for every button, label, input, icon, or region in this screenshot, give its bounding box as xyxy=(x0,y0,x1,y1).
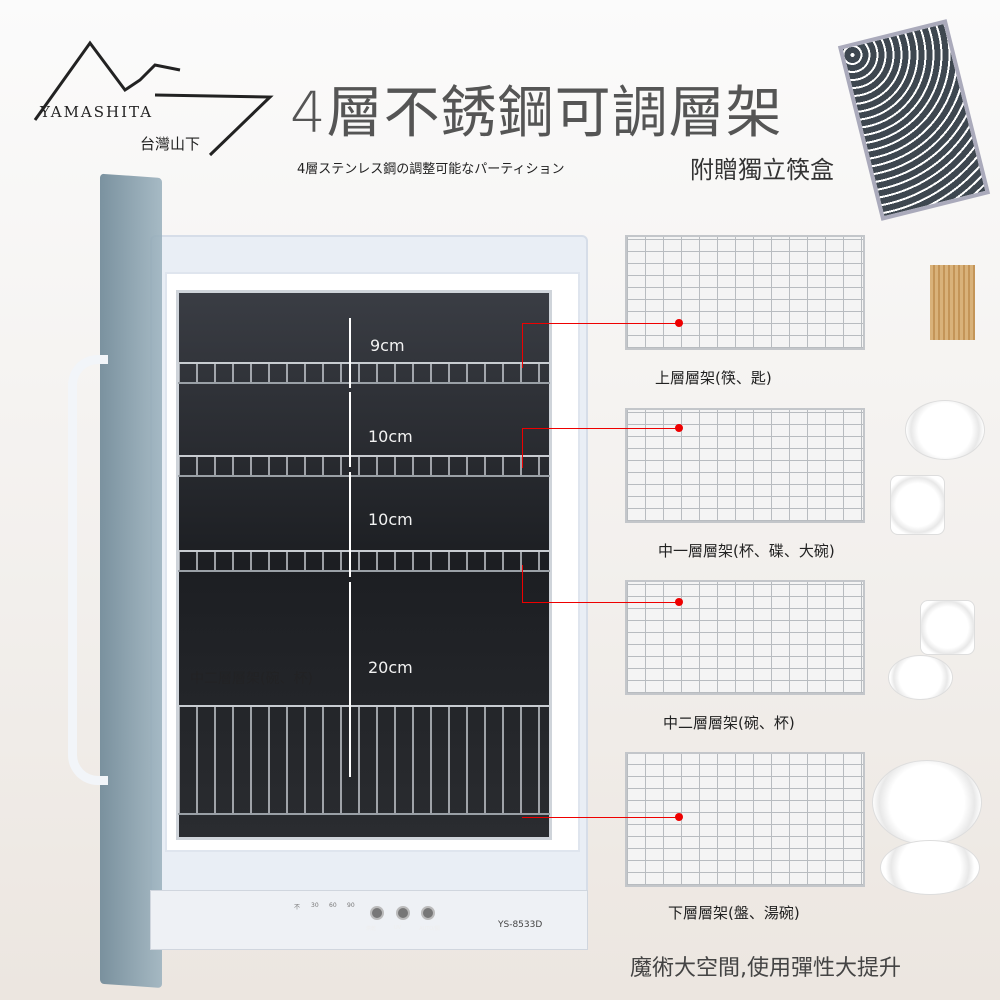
gift-note: 附贈獨立筷盒 xyxy=(690,156,834,184)
brand-name-zh: 台灣山下 xyxy=(140,135,201,153)
chopstick-box-image xyxy=(837,19,991,221)
shelf-middle-2 xyxy=(178,550,550,572)
connector-line xyxy=(522,323,523,368)
button-labels: 烘乾 UV AUTO/關 xyxy=(366,925,440,932)
rack-label: 下層層架(盤、湯碗) xyxy=(668,904,800,922)
subtitle-japanese: 4層ステンレス鋼の調整可能なパーティション xyxy=(297,162,565,177)
connector-line xyxy=(522,323,678,324)
plate-image xyxy=(872,760,982,845)
measure-label: 9cm xyxy=(370,336,405,355)
cup-image xyxy=(920,600,975,655)
connector-dot xyxy=(675,598,683,606)
measure-arrow xyxy=(349,472,351,577)
plate-image xyxy=(905,400,985,460)
shelf-bottom xyxy=(178,705,550,815)
dry-button[interactable] xyxy=(370,906,384,920)
button-label: UV xyxy=(394,925,402,931)
rack-label: 中二層層架(碗、杯) xyxy=(663,714,795,732)
rack-image-middle-1 xyxy=(625,408,865,523)
measure-arrow xyxy=(349,392,351,467)
rack-image-top xyxy=(625,235,865,350)
auto-off-button[interactable] xyxy=(421,906,435,920)
measure-label: 10cm xyxy=(368,427,413,446)
rack-label: 上層層架(筷、匙) xyxy=(655,369,772,387)
shelf-middle-1 xyxy=(178,455,550,477)
cup-image xyxy=(890,475,945,535)
rack-image-middle-2 xyxy=(625,580,865,695)
timer-label: 90 xyxy=(347,902,355,909)
chopsticks-image xyxy=(930,265,975,340)
connector-line xyxy=(522,602,678,603)
door-handle[interactable] xyxy=(68,355,108,785)
button-label: 烘乾 xyxy=(366,926,377,932)
brand-logo: YAMASHITA 台灣山下 xyxy=(30,35,275,165)
connector-line xyxy=(522,428,678,429)
control-panel xyxy=(150,890,588,950)
soup-bowl-image xyxy=(880,840,980,895)
button-label: AUTO/關 xyxy=(419,926,440,932)
measure-arrow xyxy=(349,582,351,777)
glass-door[interactable] xyxy=(100,173,162,988)
timer-label: 60 xyxy=(329,902,337,909)
page-title: 4層不銹鋼可調層架 xyxy=(290,81,783,146)
measure-label: 10cm xyxy=(368,510,413,529)
rack-image-bottom xyxy=(625,752,865,887)
uv-button[interactable] xyxy=(396,906,410,920)
connector-dot xyxy=(675,319,683,327)
connector-line xyxy=(522,817,678,818)
shelf-top xyxy=(178,362,550,384)
timer-label: 不 xyxy=(294,904,301,911)
brand-name-en: YAMASHITA xyxy=(40,103,154,121)
model-number: YS-8533D xyxy=(498,920,543,930)
connector-dot xyxy=(675,813,683,821)
rack-label: 中一層層架(杯、碟、大碗) xyxy=(658,542,835,560)
timer-label: 30 xyxy=(311,902,319,909)
bowl-image xyxy=(888,655,953,700)
connector-dot xyxy=(675,424,683,432)
connector-line xyxy=(522,565,523,602)
measure-label: 20cm xyxy=(368,658,413,677)
measure-arrow xyxy=(349,318,351,388)
inner-shelf-label: 中二層層架(碗、杯) xyxy=(190,671,313,687)
mountain-logo-icon xyxy=(33,40,274,157)
connector-line xyxy=(522,428,523,468)
slogan: 魔術大空間,使用彈性大提升 xyxy=(630,956,901,981)
